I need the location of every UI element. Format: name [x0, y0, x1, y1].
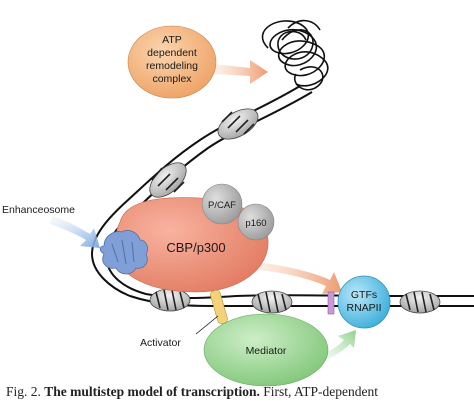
atp-label-line-2: dependent: [147, 47, 197, 59]
caption-prefix: Fig. 2.: [6, 384, 41, 399]
nucleosome-1: [217, 108, 259, 140]
rnapii-label: RNAPII: [346, 302, 381, 314]
nucleosome-5: [399, 290, 441, 314]
caption-text: First, ATP-dependent: [263, 384, 379, 399]
atp-label-line-1: ATP: [162, 34, 182, 46]
activator-leader-line: [195, 315, 219, 335]
caption-title: The multistep model of transcription.: [44, 384, 260, 399]
cbp-to-gtfs-arrow: [256, 262, 342, 294]
figure-caption: Fig. 2. The multistep model of transcrip…: [6, 384, 474, 406]
pcaf-label: P/CAF: [208, 200, 236, 211]
activator-protein: [210, 289, 228, 325]
nucleosome-4: [251, 290, 293, 314]
gtfs-rnapii-complex: GTFs RNAPII: [327, 275, 391, 329]
enhanceosome-arrow: [50, 216, 100, 248]
enhanceosome-label: Enhanceosome: [2, 204, 75, 216]
atp-arrow: [214, 60, 268, 84]
nucleosome-3: [149, 288, 191, 312]
p160-protein: p160: [237, 203, 275, 241]
cbp-label: CBP/p300: [166, 240, 225, 255]
mediator-complex: Mediator: [203, 313, 329, 387]
nucleosome-2: [149, 162, 187, 198]
enhanceosome-complex: [99, 230, 148, 275]
atp-label-line-3: remodeling: [146, 60, 198, 72]
p160-label: p160: [245, 218, 266, 229]
atp-remodeling-complex: ATP dependent remodeling complex: [127, 25, 217, 99]
gtfs-label: GTFs: [351, 289, 377, 301]
mediator-label: Mediator: [246, 345, 287, 357]
pcaf-protein: P/CAF: [201, 183, 243, 225]
activator-label: Activator: [140, 337, 181, 349]
condensed-chromatin: [261, 19, 329, 91]
atp-label-line-4: complex: [152, 73, 192, 85]
